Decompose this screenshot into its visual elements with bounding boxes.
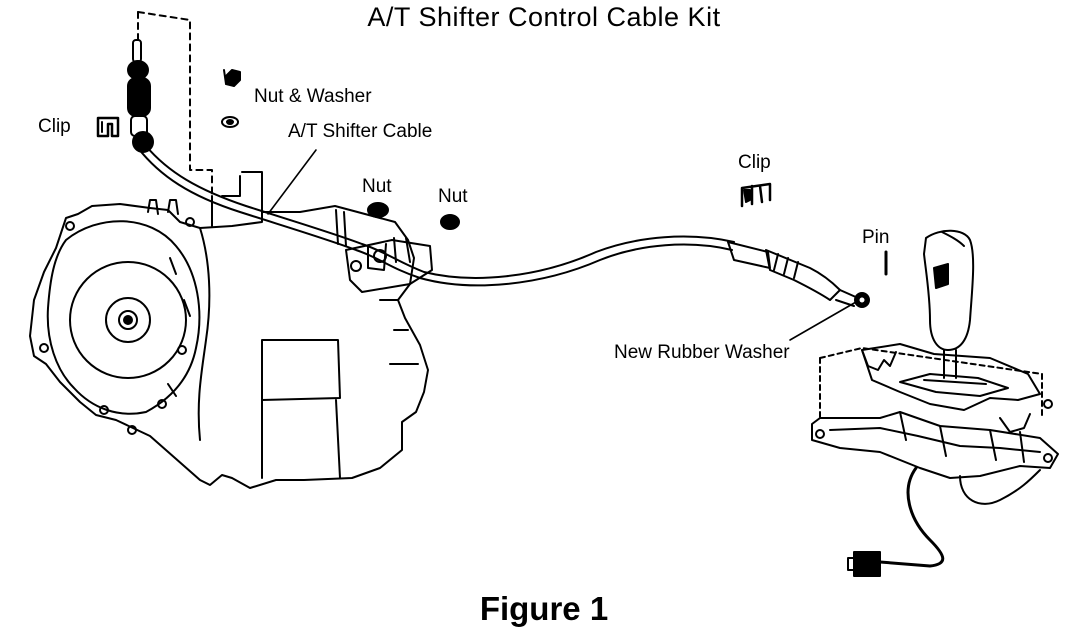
housing-step (262, 340, 340, 400)
housing-ribs (168, 258, 190, 396)
knob-button (934, 264, 948, 288)
frame-bolt (816, 430, 824, 438)
housing-bolt (40, 344, 48, 352)
cable-mount-bracket (336, 210, 432, 292)
mount-bolt (351, 261, 361, 271)
shifter-wiring (880, 468, 943, 566)
clip-left-part (98, 118, 118, 136)
transmission-top-studs (148, 200, 178, 214)
label-pin: Pin (862, 227, 890, 248)
frame-bolt (1044, 400, 1052, 408)
shifter-gate-slot (924, 380, 986, 384)
washer-ring (222, 117, 238, 127)
nut-1-shape (368, 203, 388, 217)
cable-end-nut (128, 61, 148, 79)
transmission (30, 172, 428, 488)
housing-bracket (222, 176, 240, 196)
hub-center (124, 316, 132, 324)
clip-left-shape (98, 118, 118, 136)
housing-bolt (178, 346, 186, 354)
leader-shifter-cable (268, 150, 316, 214)
wire-connector (854, 552, 880, 576)
bellhousing-ring-outer (48, 221, 200, 414)
label-rubber-washer: New Rubber Washer (614, 342, 790, 363)
cable-rod-tip (133, 40, 141, 62)
mount-tab (336, 210, 346, 246)
clip-right-shape (742, 184, 770, 206)
upper-bracket (138, 12, 212, 196)
leader-lines (268, 150, 856, 340)
clip-right-part (742, 184, 770, 206)
shifter-base-top (862, 344, 1040, 410)
cable-end-grommet (133, 132, 153, 152)
label-shifter-cable: A/T Shifter Cable (288, 121, 433, 142)
housing-bolt (158, 400, 166, 408)
transmission-housing-outline (30, 204, 428, 488)
hub-outer (106, 298, 150, 342)
shifter-frame (812, 412, 1058, 478)
housing-upper-box (212, 172, 262, 226)
frame-bolt (1044, 454, 1052, 462)
label-nut-1: Nut (362, 176, 392, 197)
nut-2-shape (441, 215, 459, 229)
shifter-linkage (1000, 414, 1030, 432)
label-nut-washer: Nut & Washer (254, 86, 372, 107)
housing-bolt (186, 218, 194, 226)
cable-boot-ridges (774, 254, 798, 278)
wire-connector-tip (848, 558, 854, 570)
cable-jacket-a (138, 148, 732, 285)
shifter-frame-details (900, 412, 1024, 462)
shifter-box-dashed (820, 348, 1042, 418)
shifter-cable (138, 146, 869, 307)
cable-jacket-b (146, 146, 734, 278)
housing-lower-detail (262, 400, 340, 478)
label-clip-left: Clip (38, 116, 71, 137)
shifter-frame-inner (830, 428, 1040, 452)
figure-caption: Figure 1 (479, 590, 609, 627)
shifter-wiring-2 (960, 470, 1040, 504)
shifter-assembly (812, 231, 1058, 576)
housing-seam (199, 228, 210, 440)
label-nut-2: Nut (438, 186, 468, 207)
shifter-gate (900, 374, 1008, 396)
cable-end-upper (128, 40, 153, 152)
nut-top (226, 70, 240, 86)
shift-knob (924, 231, 973, 350)
bellhousing-ring-inner (70, 262, 186, 378)
mount-bolt (374, 250, 386, 262)
bracket-dashed-outline (138, 12, 212, 196)
nut-stud (224, 70, 226, 84)
hub-inner (119, 311, 137, 329)
cable-rod-eye-hole (859, 297, 865, 303)
clip-right-fill (744, 190, 750, 202)
shifter-bracket-left (862, 350, 896, 370)
cable-fitting (728, 242, 770, 268)
housing-right-flange (380, 300, 418, 364)
housing-bolt (128, 426, 136, 434)
label-clip-right: Clip (738, 152, 771, 173)
cable-boot (766, 250, 840, 300)
knob-detail (942, 232, 964, 246)
nut-washer-part (222, 70, 240, 127)
housing-bolt (100, 406, 108, 414)
housing-bolt (66, 222, 74, 230)
cable-end-sleeve (128, 78, 150, 116)
washer-hole (227, 120, 233, 124)
leader-rubber-washer (790, 302, 856, 340)
diagram-title: A/T Shifter Control Cable Kit (367, 2, 721, 32)
mount-plate (346, 240, 432, 292)
